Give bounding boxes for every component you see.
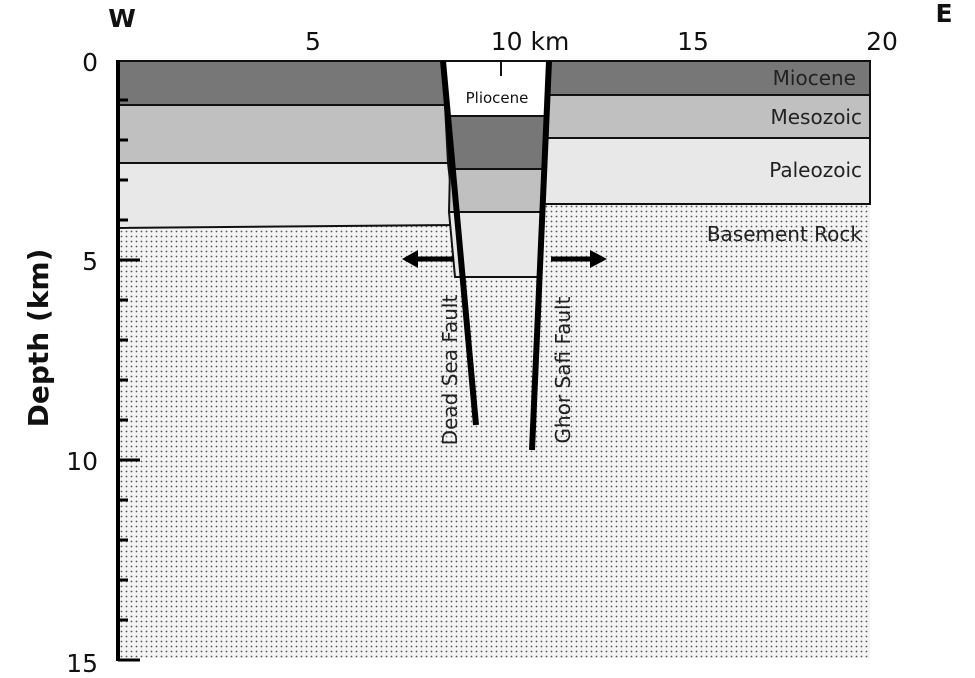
mesozoic-label: Mesozoic bbox=[770, 105, 862, 129]
west-label: W bbox=[108, 4, 136, 33]
x-tick-label: 15 bbox=[677, 27, 709, 56]
y-axis-label: Depth (km) bbox=[22, 249, 55, 428]
x-tick-label: 20 bbox=[866, 27, 898, 56]
dead-sea-fault-line bbox=[440, 60, 479, 426]
paleozoic-layer-west bbox=[117, 162, 457, 230]
y-tick-label: 10 bbox=[66, 447, 98, 476]
extension-arrow-right bbox=[551, 250, 607, 268]
y-axis bbox=[116, 60, 140, 662]
miocene-label: Miocene bbox=[773, 66, 856, 90]
y-tick-label: 5 bbox=[82, 247, 98, 276]
x-tick-label: 10 km bbox=[491, 27, 570, 56]
ghor-safi-fault-line bbox=[529, 60, 552, 451]
extension-arrow-left bbox=[402, 250, 454, 268]
y-tick-label: 15 bbox=[66, 649, 98, 678]
y-tick-label: 0 bbox=[82, 48, 98, 77]
basement-rock-label: Basement Rock bbox=[707, 222, 863, 246]
mesozoic-layer-west bbox=[117, 104, 450, 164]
paleozoic-label: Paleozoic bbox=[769, 158, 862, 182]
x-tick-label: 5 bbox=[305, 27, 321, 56]
graben-miocene bbox=[445, 115, 548, 170]
pliocene-label: Pliocene bbox=[466, 89, 529, 107]
miocene-layer-west bbox=[117, 60, 447, 106]
ghor-safi-fault-label: Ghor Safi Fault bbox=[551, 296, 575, 443]
dead-sea-fault-label: Dead Sea Fault bbox=[438, 295, 462, 446]
graben-mesozoic bbox=[447, 168, 546, 213]
east-label: E bbox=[935, 0, 952, 28]
